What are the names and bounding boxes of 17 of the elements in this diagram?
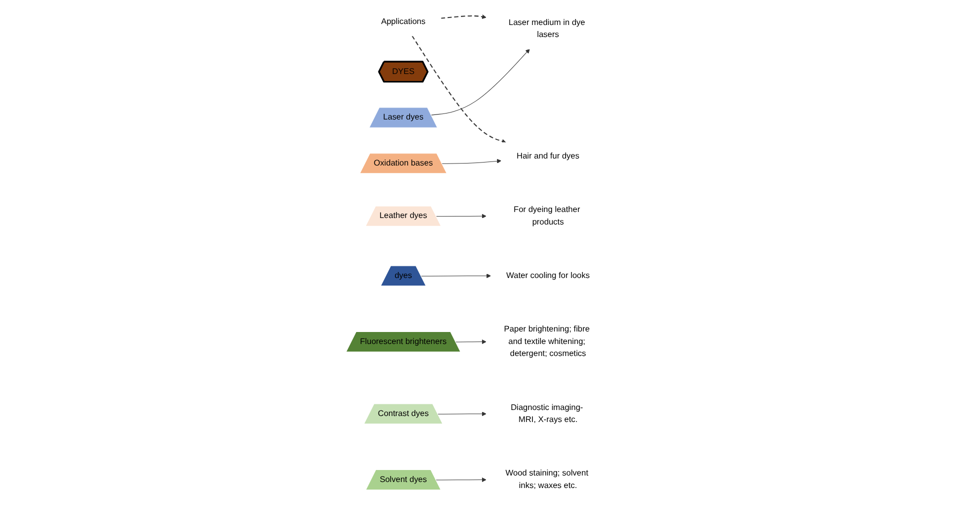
- arrow: [454, 339, 486, 344]
- arrow: [420, 273, 491, 278]
- arrow: [435, 477, 486, 482]
- arrow: [411, 35, 506, 143]
- node-text: Laser medium in dye lasers: [508, 18, 585, 39]
- arrow: [430, 48, 530, 115]
- node-text: Hair and fur dyes: [516, 151, 579, 160]
- arrow: [441, 158, 501, 164]
- arrow: [440, 14, 486, 18]
- node-text: Diagnostic imaging- MRI, X-rays etc.: [510, 402, 583, 424]
- arrow: [437, 411, 486, 416]
- arrow: [436, 213, 486, 218]
- node-text: Wood staining; solvent inks; waxes etc.: [505, 468, 588, 490]
- node-text: Water cooling for looks: [506, 270, 590, 280]
- node-text: For dyeing leather products: [513, 204, 580, 226]
- node-text: Paper brightening; fibre and textile whitening; detergent; cosmetics: [504, 324, 590, 358]
- node-text: Applications: [380, 16, 426, 26]
